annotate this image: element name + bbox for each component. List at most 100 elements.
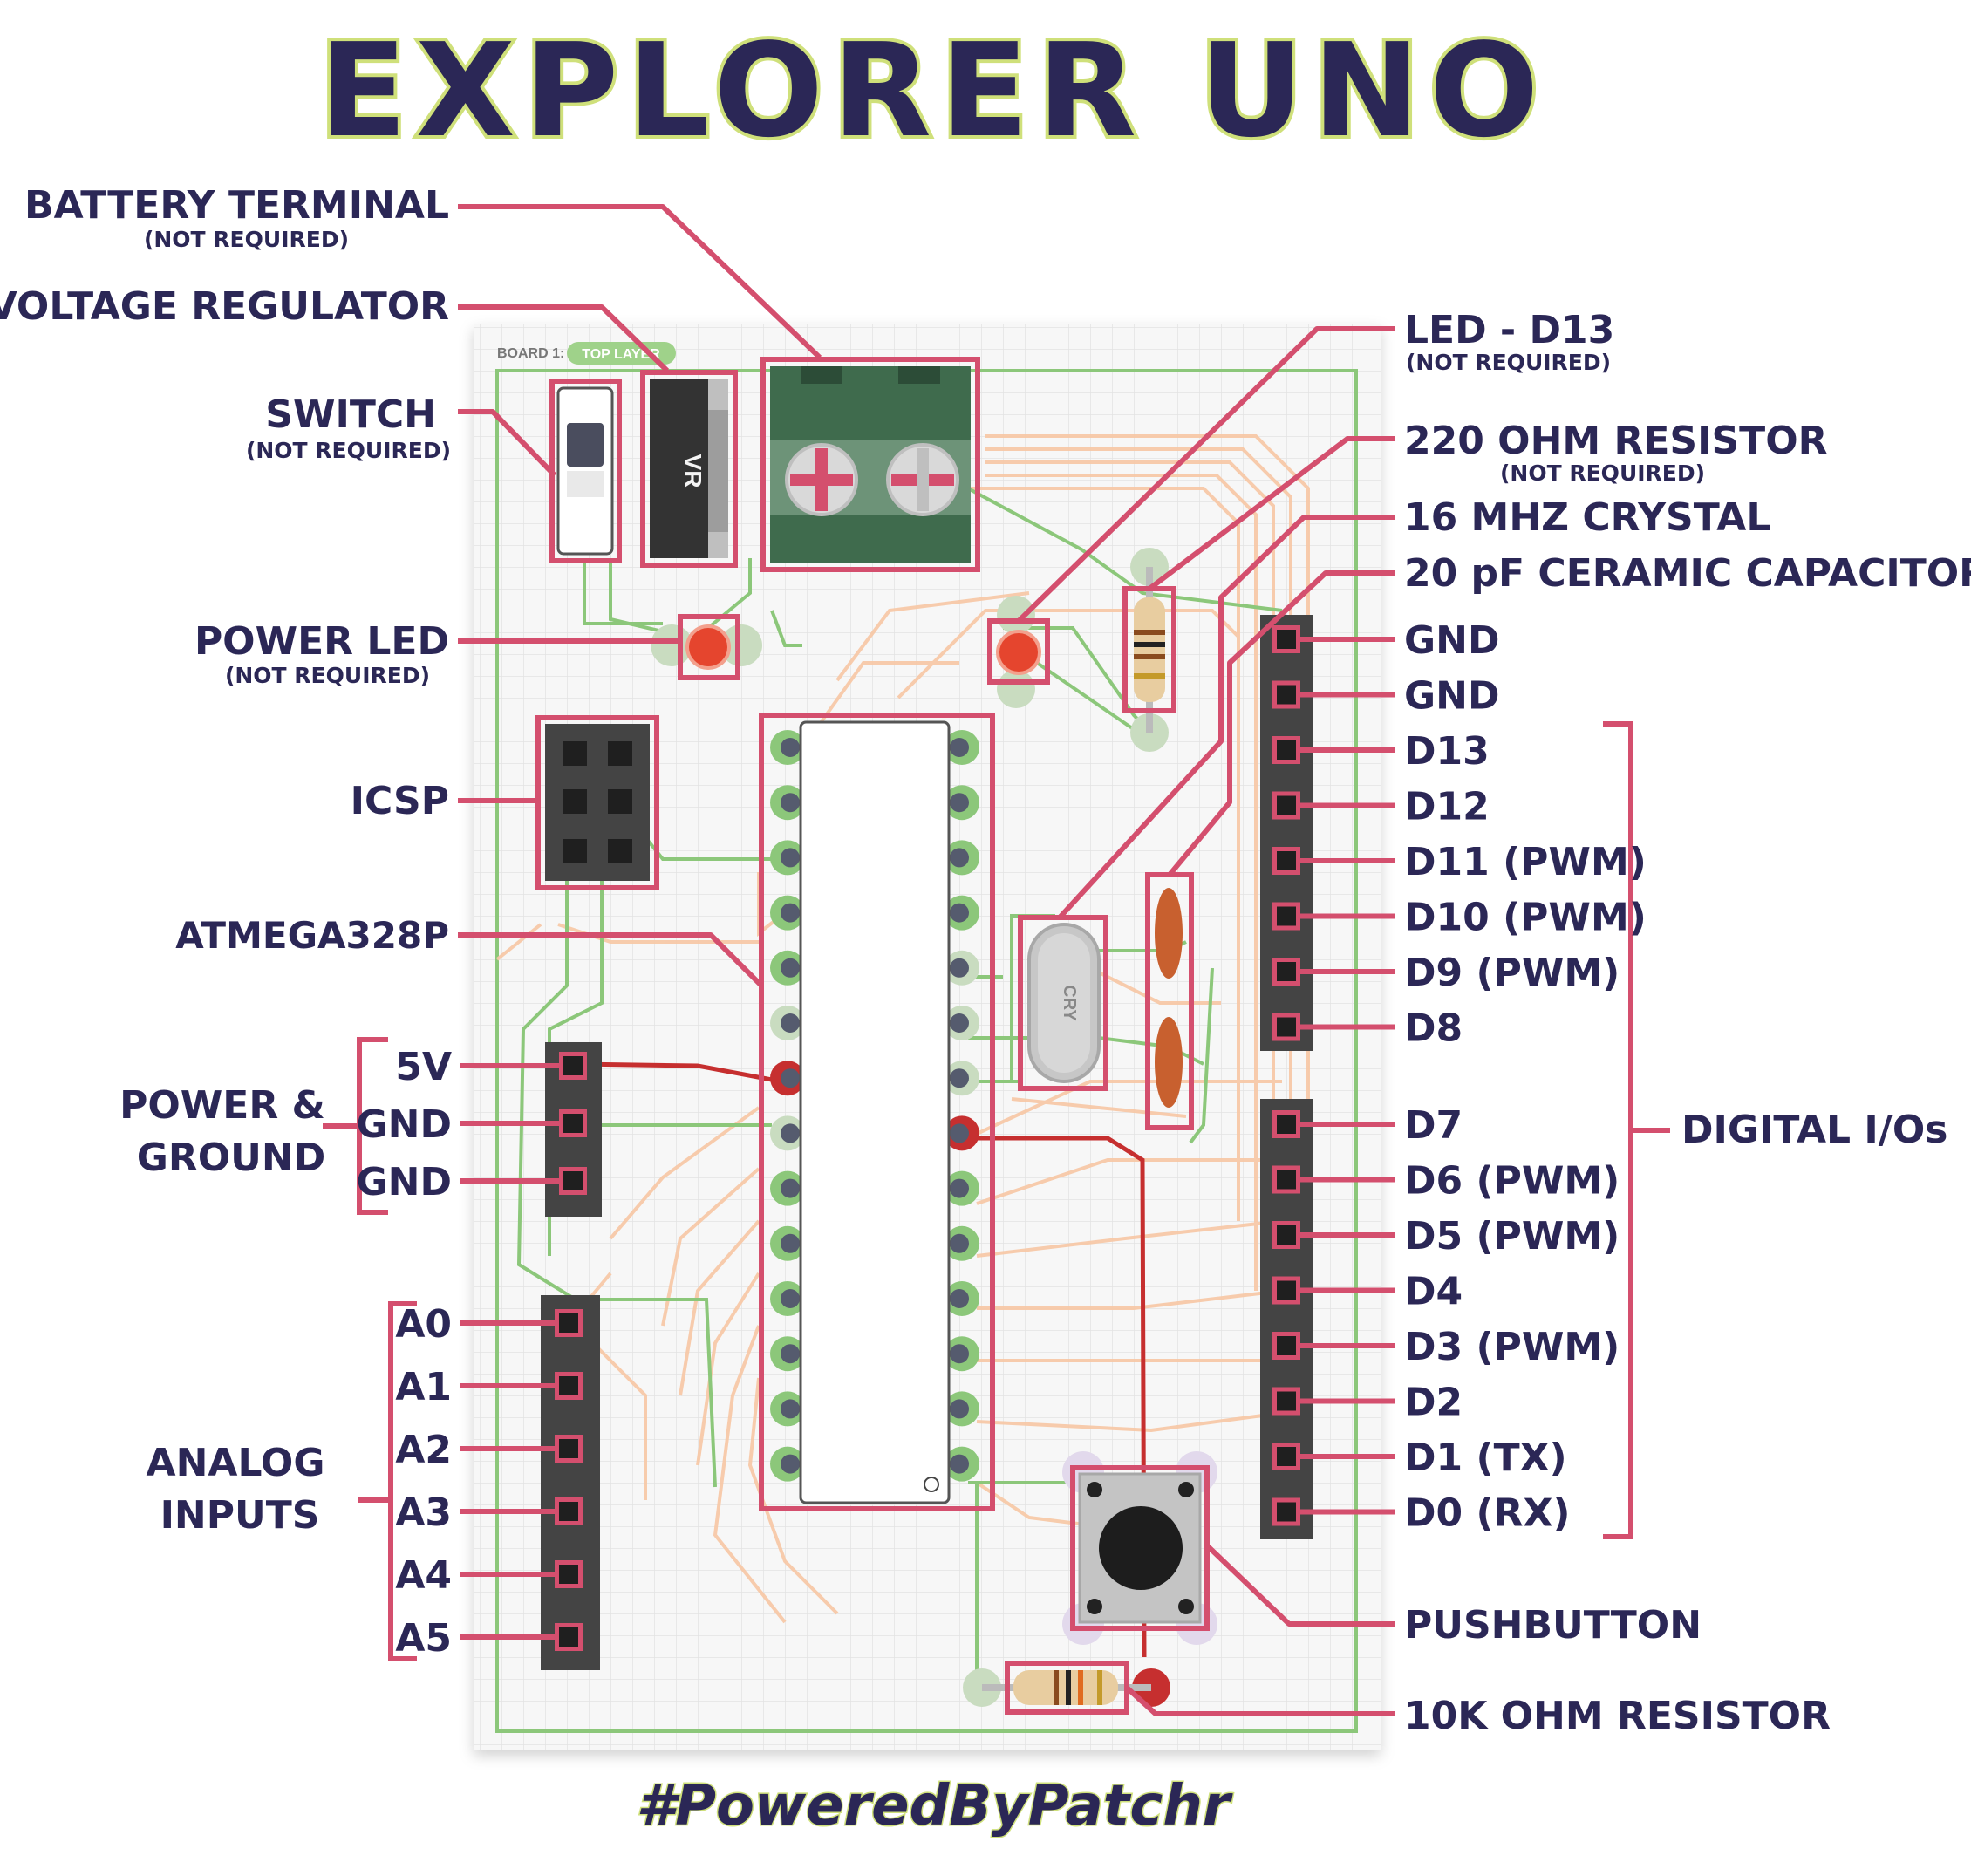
label-220-ohm: 220 OHM RESISTOR <box>1404 419 1827 463</box>
header-pin <box>1272 791 1300 820</box>
pin-label: D13 <box>1404 729 1490 774</box>
header-pin <box>555 1435 583 1463</box>
label-voltage-regulator: VOLTAGE REGULATOR <box>0 284 449 329</box>
header-pin <box>1272 1443 1300 1470</box>
label-switch: SWITCH <box>265 392 436 437</box>
pin-label: 5V <box>395 1045 452 1089</box>
resistor-220-component <box>1130 548 1169 752</box>
pin-label: D0 (RX) <box>1404 1491 1570 1536</box>
header-pin <box>555 1497 583 1525</box>
left-labels: BATTERY TERMINAL (NOT REQUIRED) VOLTAGE … <box>0 183 451 1538</box>
sublabel-battery-terminal: (NOT REQUIRED) <box>144 227 349 252</box>
label-pushbutton: PUSHBUTTON <box>1404 1603 1702 1647</box>
chip-pin <box>770 785 979 821</box>
chip-pin <box>770 730 979 765</box>
pin-label: GND <box>1404 618 1499 663</box>
header-pin <box>1272 1276 1300 1305</box>
pin-label: D11 (PWM) <box>1404 840 1647 884</box>
chip-pin <box>770 1391 979 1427</box>
sublabel-led-d13: (NOT REQUIRED) <box>1406 350 1611 375</box>
pin-label: D12 <box>1404 785 1490 829</box>
chip-pin <box>770 1061 979 1096</box>
chip-pin <box>770 1336 979 1372</box>
pin-label: D3 (PWM) <box>1404 1325 1620 1369</box>
header-pin <box>559 1109 587 1137</box>
header-pin <box>1272 847 1300 875</box>
pushbutton-component <box>1062 1451 1217 1645</box>
pin-label: GND <box>357 1160 452 1204</box>
board-tag-layer: TOP LAYER <box>582 347 660 362</box>
header-pin <box>559 1167 587 1195</box>
chip-pin <box>770 1225 979 1261</box>
label-power-led: POWER LED <box>194 619 449 664</box>
pin-label: D7 <box>1404 1103 1463 1148</box>
header-pin <box>555 1623 583 1651</box>
chip-pin <box>770 895 979 931</box>
label-10k-ohm: 10K OHM RESISTOR <box>1404 1694 1831 1738</box>
header-pin <box>1272 1110 1300 1138</box>
header-pin <box>1272 680 1300 709</box>
header-pin <box>555 1372 583 1400</box>
switch-component <box>556 386 614 556</box>
label-capacitors: 20 pF CERAMIC CAPACITORS <box>1404 551 1971 596</box>
pin-label: D1 (TX) <box>1404 1436 1567 1480</box>
crystal-text: CRY <box>1060 985 1079 1021</box>
vr-text: VR <box>679 454 706 488</box>
pin-callouts <box>323 637 1670 1661</box>
header-pin <box>1272 1165 1300 1194</box>
resistor-10k-component <box>963 1668 1170 1707</box>
chip-pin <box>770 1170 979 1206</box>
callout-lines <box>458 204 1395 1716</box>
pin-label: A2 <box>395 1428 452 1472</box>
capacitors-component <box>1155 888 1183 1108</box>
label-analog-group-line1: ANALOG <box>147 1441 325 1485</box>
sublabel-power-led: (NOT REQUIRED) <box>225 663 430 688</box>
icsp-header <box>545 724 650 881</box>
chip-pin <box>770 840 979 876</box>
label-led-d13: LED - D13 <box>1404 308 1614 352</box>
chip-pin <box>770 1446 979 1482</box>
label-analog-group-line2: INPUTS <box>160 1493 320 1538</box>
power-led-component <box>651 624 762 670</box>
crystal-component: CRY <box>1027 923 1101 1083</box>
tagline: #PoweredByPatchr <box>635 1773 1231 1840</box>
header-pin <box>555 1309 583 1337</box>
pin-label: D8 <box>1404 1006 1463 1051</box>
pin-label: A1 <box>395 1365 452 1409</box>
label-power-group-line2: GROUND <box>137 1136 325 1180</box>
battery-terminal-component <box>770 366 971 563</box>
chip-pin <box>770 950 979 986</box>
chip-pin <box>770 1115 979 1151</box>
pin-label: D6 (PWM) <box>1404 1159 1620 1204</box>
label-power-group-line1: POWER & <box>119 1083 325 1128</box>
pin-label: D2 <box>1404 1381 1463 1425</box>
bottom-layer-traces <box>495 434 1310 1624</box>
header-pin <box>1272 1387 1300 1416</box>
pin-callout-line <box>388 1301 417 1661</box>
header-pin <box>1272 1221 1300 1249</box>
pin-label: A4 <box>395 1553 452 1598</box>
label-battery-terminal: BATTERY TERMINAL <box>24 183 449 228</box>
sublabel-switch: (NOT REQUIRED) <box>246 438 451 463</box>
header-pin <box>1272 625 1300 653</box>
chip-pin <box>770 1006 979 1040</box>
voltage-regulator-component: VR <box>650 379 728 558</box>
red-traces <box>575 1061 1147 1658</box>
atmega-pins <box>770 730 979 1482</box>
atmega-chip <box>799 720 951 1504</box>
analog-header <box>541 1295 600 1670</box>
label-digital-group: DIGITAL I/Os <box>1681 1108 1947 1152</box>
header-pin <box>1272 1332 1300 1360</box>
header-pin <box>1272 1497 1300 1526</box>
chip-pin <box>770 1281 979 1316</box>
pin-label: GND <box>1404 674 1499 719</box>
header-pin <box>1272 1013 1300 1041</box>
pin-label: A3 <box>395 1491 452 1535</box>
header-pin <box>555 1560 583 1588</box>
pin-label: A5 <box>395 1616 452 1661</box>
pin-label: D9 (PWM) <box>1404 951 1620 995</box>
right-labels: LED - D13 (NOT REQUIRED) 220 OHM RESISTO… <box>1404 308 1971 1738</box>
